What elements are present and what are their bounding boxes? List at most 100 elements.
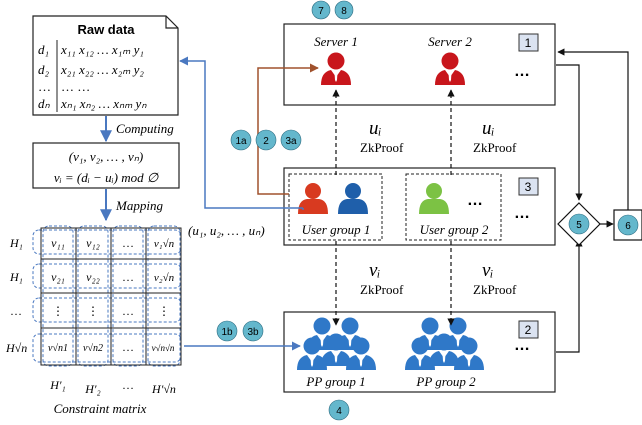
- raw-row-d: d₂: [38, 62, 50, 77]
- step-number: 1b: [221, 327, 233, 338]
- matrix-row-outline: [32, 333, 182, 363]
- matrix-cell: v₁√n: [154, 238, 175, 250]
- vector-line-1: (v₁, v₂, … , vₙ): [69, 149, 144, 164]
- matrix-caption: Constraint matrix: [54, 401, 147, 416]
- step-badge: [280, 129, 302, 151]
- user-group-outline: [405, 173, 502, 241]
- step-number: 7: [318, 6, 324, 17]
- matrix-cell: ⋮: [52, 304, 64, 318]
- matrix-col-label: H′₁: [49, 378, 65, 392]
- pp-group-box: 2 PP group 1 PP group 2 …: [283, 311, 556, 393]
- edge-label-zkproof: ZkProof: [473, 282, 517, 297]
- raw-row-x: xₙ₁ xₙ₂ … xₙₘ yₙ: [60, 96, 147, 111]
- matrix-col-label: …: [122, 378, 134, 392]
- pp-group-label: PP group 1: [305, 374, 365, 389]
- user-group-label: User group 1: [302, 222, 371, 237]
- edge-label-zkproof: ZkProof: [360, 140, 404, 155]
- step-number: 5: [576, 220, 582, 231]
- user-group-label: User group 2: [420, 222, 489, 237]
- matrix-cell: v₂₁: [51, 270, 65, 284]
- step-number: 1a: [235, 136, 247, 147]
- matrix-col-outline: [112, 225, 144, 367]
- matrix-cell: …: [122, 340, 134, 354]
- box-number: 1: [525, 36, 532, 50]
- matrix-cell: …: [122, 236, 134, 250]
- server-label: Server 1: [314, 34, 358, 49]
- box-number-badge: [518, 33, 539, 52]
- matrix-cell: v₂₂: [86, 270, 100, 284]
- matrix-cell: v√n1: [48, 343, 68, 354]
- matrix-cell: v₁₂: [86, 236, 100, 250]
- step-number: 6: [625, 221, 631, 232]
- matrix-col-label: H′₂: [84, 382, 100, 396]
- box-number-badge: [518, 177, 539, 196]
- edge-label-zkproof: ZkProof: [473, 140, 517, 155]
- server-label: Server 2: [428, 34, 472, 49]
- raw-row-d: …: [38, 79, 51, 94]
- step-number: 4: [336, 406, 342, 417]
- matrix-cell: …: [122, 304, 134, 318]
- step-number: 2: [263, 136, 269, 147]
- step-badge: [328, 399, 350, 421]
- constraint-matrix: H₁ H₁ … H√n v₁₁ v₁₂ … v₁√n v₂₁ v₂₂ … v₂√…: [5, 225, 182, 416]
- vector-line-2: vᵢ = (dᵢ − uᵢ) mod ∅: [54, 170, 159, 185]
- user-to-server-brown-arrow: [257, 63, 319, 195]
- raw-row-x: x₂₁ x₂₂ … x₂ₘ y₂: [60, 62, 144, 77]
- raw-data-box: Raw data d₁ x₁₁ x₁₂ … x₁ₘ y₁ d₂ x₂₁ x₂₂ …: [32, 15, 179, 116]
- server-box: 1 Server 1 Server 2 …: [283, 23, 556, 106]
- raw-data-title: Raw data: [77, 22, 135, 37]
- matrix-cell: v₂√n: [154, 272, 175, 284]
- pp-group-ellipsis: …: [514, 337, 530, 354]
- raw-row-x: x₁₁ x₁₂ … x₁ₘ y₁: [60, 42, 144, 57]
- edge-label-v: vᵢ: [369, 260, 380, 281]
- step-badge: [216, 320, 238, 342]
- step-number: 8: [341, 6, 347, 17]
- matrix-row-label: …: [10, 304, 22, 318]
- step-badge: [242, 320, 264, 342]
- raw-row-d: d₁: [38, 42, 49, 57]
- matrix-cell: v√n2: [83, 343, 103, 354]
- edge-label-zkproof: ZkProof: [360, 282, 404, 297]
- matrix-col-outline: [147, 225, 181, 367]
- computing-label: Computing: [116, 121, 174, 136]
- server-to-step5-arrow: [556, 64, 583, 201]
- u-vector-label: (u₁, u₂, … , uₙ): [188, 223, 265, 238]
- matrix-cell: ⋮: [87, 304, 99, 318]
- raw-row-x: … …: [61, 79, 90, 94]
- mapping-label: Mapping: [115, 198, 163, 213]
- matrix-col-outline: [77, 225, 109, 367]
- edge-label-u: uᵢ: [369, 118, 382, 139]
- matrix-cell: …: [122, 270, 134, 284]
- step-number: 3a: [285, 136, 297, 147]
- matrix-row-label: H√n: [5, 341, 27, 355]
- box-number-badge: [518, 320, 539, 339]
- edge-label-u: uᵢ: [482, 118, 495, 139]
- step6-to-server-arrow: [557, 48, 629, 210]
- user-group-ellipsis: …: [514, 205, 530, 222]
- edge-label-v: vᵢ: [482, 260, 493, 281]
- step-badge: [230, 129, 252, 151]
- pp-group-label: PP group 2: [415, 374, 476, 389]
- matrix-row-label: H₁: [9, 270, 23, 284]
- box-number: 3: [525, 180, 532, 194]
- user-to-rawdata-arrow: [179, 56, 303, 209]
- step-badge: [568, 213, 590, 235]
- step-badge: [334, 0, 354, 20]
- pp-to-step5-arrow: [556, 239, 583, 353]
- matrix-row-label: H₁: [9, 236, 23, 250]
- user-group-inner-ellipsis: …: [467, 192, 483, 209]
- step-badge: [255, 129, 277, 151]
- raw-row-d: dₙ: [38, 96, 51, 111]
- step-number: 3b: [247, 327, 259, 338]
- user-group-box: 3 … User group 1 User group 2 …: [283, 167, 556, 246]
- box-number: 2: [525, 323, 532, 337]
- matrix-cell: v₁₁: [51, 236, 65, 250]
- matrix-cell: v√n√n: [152, 343, 175, 353]
- matrix-col-label: H′√n: [151, 382, 176, 396]
- matrix-cell: ⋮: [158, 304, 170, 318]
- vector-box: (v₁, v₂, … , vₙ) vᵢ = (dᵢ − uᵢ) mod ∅: [32, 142, 180, 189]
- step-badge: [311, 0, 331, 20]
- step-badge: [617, 214, 639, 236]
- matrix-col-outline: [42, 225, 74, 367]
- server-ellipsis: …: [514, 63, 530, 80]
